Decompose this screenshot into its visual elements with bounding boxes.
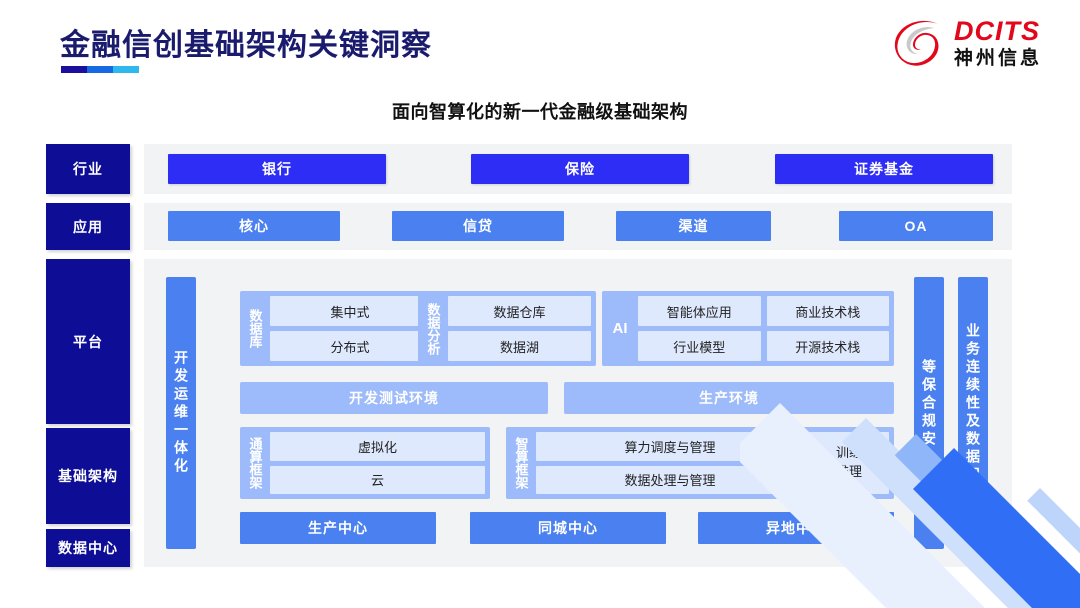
application-row-panel: 核心 信贷 渠道 OA <box>144 203 1012 250</box>
vertical-column-business-continuity[interactable]: 业务连续性及数据保护 <box>958 277 988 549</box>
datacenter-production[interactable]: 生产中心 <box>240 512 436 544</box>
cell-industry-model[interactable]: 行业模型 <box>638 331 761 361</box>
datacenter-remote[interactable]: 异地中心 <box>698 512 894 544</box>
group-intelligent-compute-framework: 智算框架 算力调度与管理 数据处理与管理 训练 推理 <box>506 427 894 499</box>
cell-data-lake[interactable]: 数据湖 <box>448 331 591 361</box>
vertical-column-compliance-security[interactable]: 等保合规安全 <box>914 277 944 549</box>
company-logo: DCITS 神州信息 <box>894 18 1042 68</box>
platform-infrastructure-panel: 开发运维一体化 等保合规安全 业务连续性及数据保护 数据库 集中式 分布式 数据… <box>144 259 1012 567</box>
group-database: 数据库 集中式 分布式 <box>240 291 435 366</box>
rule-segment-2 <box>87 66 113 73</box>
rail-label-industry: 行业 <box>46 144 130 194</box>
page-subtitle: 面向智算化的新一代金融级基础架构 <box>392 102 688 122</box>
industry-item-bank[interactable]: 银行 <box>168 154 386 184</box>
cell-commercial-stack[interactable]: 商业技术栈 <box>766 296 889 326</box>
datacenter-metro[interactable]: 同城中心 <box>470 512 666 544</box>
rule-segment-1 <box>61 66 87 73</box>
environment-production[interactable]: 生产环境 <box>564 382 894 414</box>
rule-segment-3 <box>113 66 139 73</box>
rail-label-infrastructure: 基础架构 <box>46 428 130 524</box>
vertical-column-devops[interactable]: 开发运维一体化 <box>166 277 196 549</box>
cell-virtualization[interactable]: 虚拟化 <box>270 432 485 461</box>
cell-agent-application[interactable]: 智能体应用 <box>638 296 761 326</box>
environment-dev-test[interactable]: 开发测试环境 <box>240 382 548 414</box>
industry-item-securities[interactable]: 证券基金 <box>775 154 993 184</box>
title-underline-rule <box>61 66 139 73</box>
inference-label: 推理 <box>835 464 862 479</box>
page-title: 金融信创基础架构关键洞察 <box>60 29 432 62</box>
cell-distributed[interactable]: 分布式 <box>270 331 430 361</box>
group-label-data-analysis: 数据分析 <box>425 302 441 355</box>
application-item-credit[interactable]: 信贷 <box>392 211 564 241</box>
group-label-intelligent-compute: 智算框架 <box>513 437 529 489</box>
rail-label-datacenter: 数据中心 <box>46 529 130 567</box>
logo-text-cn: 神州信息 <box>953 48 1042 69</box>
cell-compute-scheduling[interactable]: 算力调度与管理 <box>536 432 804 461</box>
group-data-analysis: 数据分析 数据仓库 数据湖 <box>418 291 596 366</box>
group-label-general-compute: 通算框架 <box>247 437 263 489</box>
group-ai: AI 智能体应用 商业技术栈 行业模型 开源技术栈 <box>602 291 894 366</box>
cell-cloud[interactable]: 云 <box>270 465 485 494</box>
training-label: 训练 <box>835 445 862 461</box>
group-general-compute-framework: 通算框架 虚拟化 云 <box>240 427 490 499</box>
cell-opensource-stack[interactable]: 开源技术栈 <box>766 331 889 361</box>
rail-label-platform: 平台 <box>46 259 130 424</box>
application-item-channel[interactable]: 渠道 <box>616 211 771 241</box>
group-label-ai: AI <box>612 320 628 337</box>
cell-data-warehouse[interactable]: 数据仓库 <box>448 296 591 326</box>
industry-item-insurance[interactable]: 保险 <box>471 154 689 184</box>
cell-data-processing[interactable]: 数据处理与管理 <box>536 465 804 494</box>
application-item-oa[interactable]: OA <box>839 211 993 241</box>
industry-row-panel: 银行 保险 证券基金 <box>144 144 1012 194</box>
cell-centralized[interactable]: 集中式 <box>270 296 430 326</box>
dcits-swirl-icon <box>894 20 939 66</box>
group-label-database: 数据库 <box>247 309 263 348</box>
application-item-core[interactable]: 核心 <box>168 211 340 241</box>
logo-text-en: DCITS <box>953 16 1040 46</box>
rail-label-application: 应用 <box>46 203 130 250</box>
stripe-5 <box>1027 488 1080 608</box>
cell-training-inference[interactable]: 训练 推理 <box>809 432 889 494</box>
